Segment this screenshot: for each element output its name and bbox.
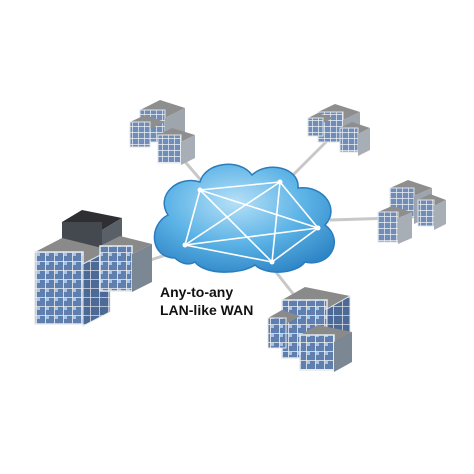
cloud-nodes — [182, 179, 321, 265]
building-site-bottom — [267, 287, 352, 372]
caption-line-1: Any-to-any — [160, 284, 234, 300]
link-top-right — [288, 136, 332, 180]
wan-cloud — [153, 163, 335, 273]
caption-line-2: LAN-like WAN — [160, 302, 254, 318]
building-site-top-left — [129, 100, 195, 165]
cloud-mesh — [184, 181, 319, 263]
diagram-caption: Any-to-any LAN-like WAN — [160, 283, 310, 319]
building-site-right — [377, 180, 446, 244]
building-site-headquarters — [34, 210, 152, 327]
building-site-top-right — [307, 104, 370, 156]
